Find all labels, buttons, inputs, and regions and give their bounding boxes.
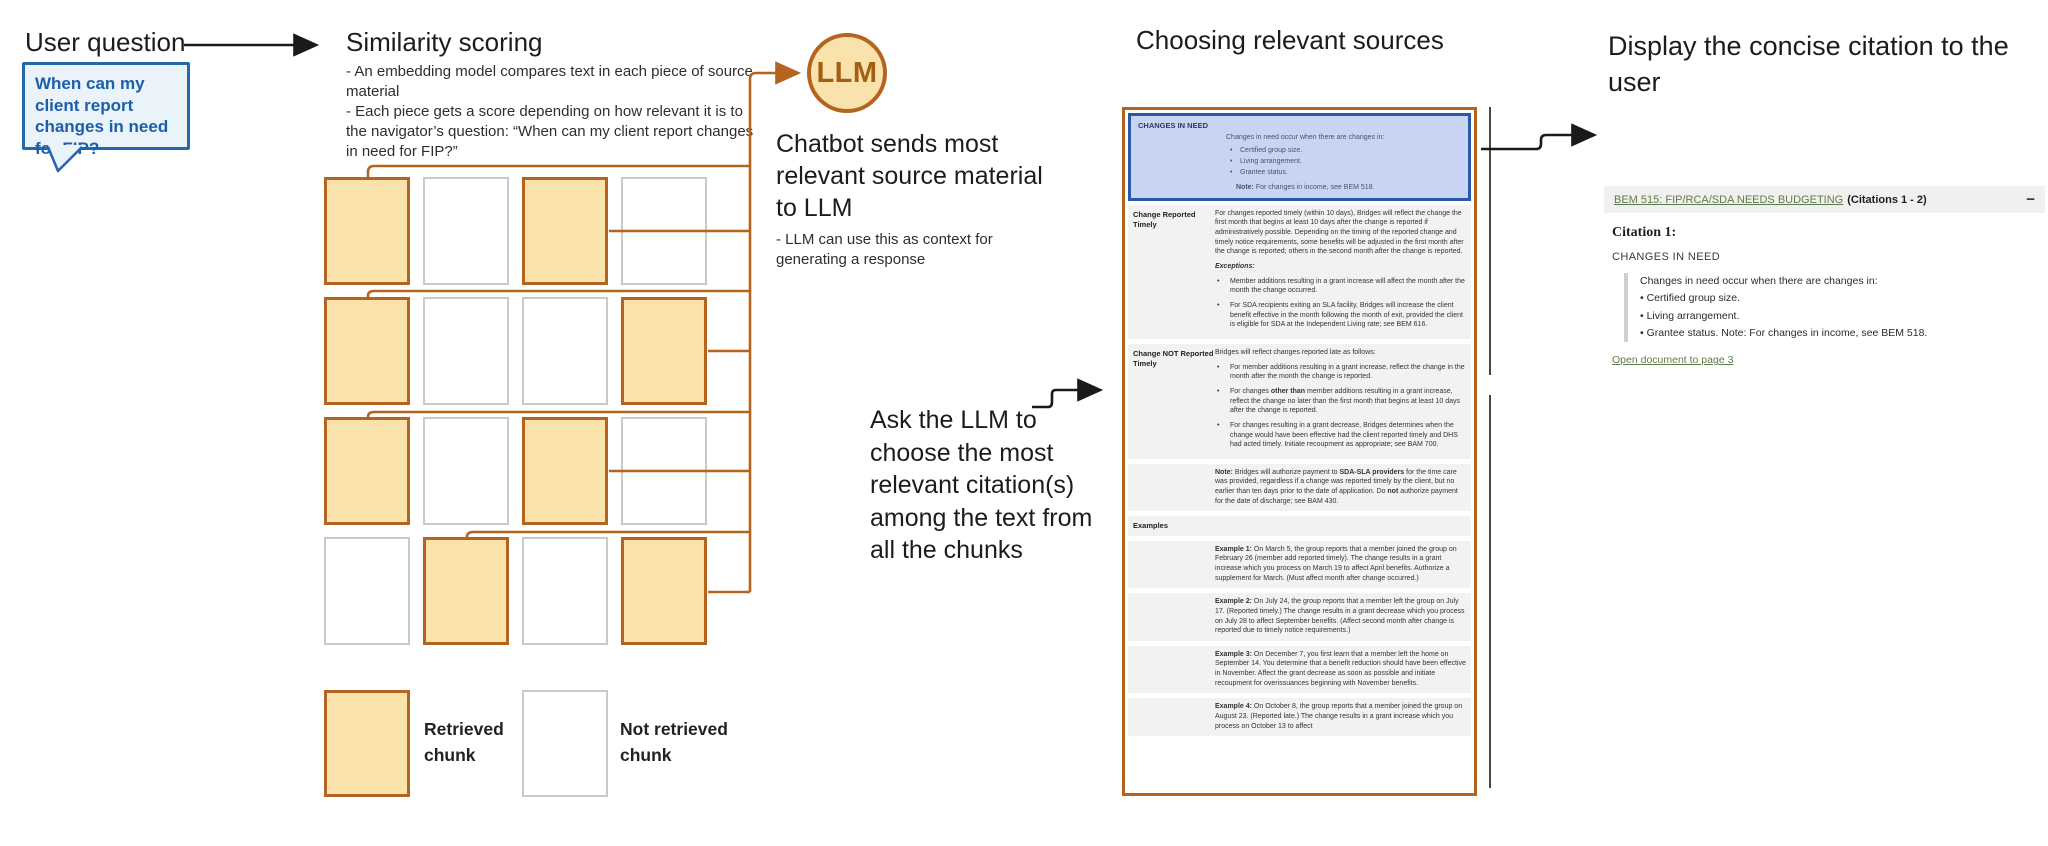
citation-quote-line: Changes in need occur when there are cha…	[1640, 275, 1878, 287]
citation-panel-header: BEM 515: FIP/RCA/SDA NEEDS BUDGETING (Ci…	[1604, 186, 2045, 213]
document-bullet: •For SDA recipients exiting an SLA facil…	[1217, 301, 1463, 329]
retrieved-chunk	[423, 537, 509, 645]
document-section-content: Example 2: On July 24, the group reports…	[1215, 597, 1466, 637]
document-paragraph: Note: Bridges will authorize payment to …	[1215, 468, 1458, 505]
document-section-label: Change Reported Timely	[1133, 209, 1196, 229]
chunk-grid	[324, 177, 707, 645]
document-section-content: Bridges will reflect changes reported la…	[1215, 348, 1466, 455]
document-highlight-box: CHANGES IN NEED Changes in need occur wh…	[1128, 113, 1471, 201]
document-bullet: •Member additions resulting in a grant i…	[1217, 277, 1465, 295]
similarity-note-line: - An embedding model compares text in ea…	[346, 63, 753, 101]
retrieved-chunk	[324, 177, 410, 285]
citation-quote-line: • Certified group size.	[1640, 292, 1740, 305]
document-section-content: Example 4: On October 8, the group repor…	[1215, 702, 1466, 732]
document-intro-text: Changes in need occur when there are cha…	[1226, 134, 1385, 141]
user-question-text: When can my client report changes in nee…	[35, 74, 169, 158]
document-intro-bullet: •Grantee status.	[1230, 169, 1288, 177]
document-paragraph: Exceptions:	[1215, 262, 1255, 270]
document-section-content	[1215, 520, 1466, 531]
document-section-content: Note: Bridges will authorize payment to …	[1215, 468, 1466, 508]
citation-quote: Changes in need occur when there are cha…	[1624, 273, 2035, 343]
document-section-content: Example 1: On March 5, the group reports…	[1215, 545, 1466, 585]
document-sections: Change Reported Timely For changes report…	[1128, 204, 1471, 737]
source-document: CHANGES IN NEED Changes in need occur wh…	[1122, 107, 1477, 796]
document-paragraph: Bridges will reflect changes reported la…	[1215, 348, 1376, 356]
similarity-note-line: - Each piece gets a score depending on h…	[346, 103, 754, 161]
citation-title: Citation 1:	[1612, 225, 1677, 240]
retrieved-chunk	[522, 417, 608, 525]
document-section-band: Example 3: On December 7, you first lear…	[1128, 645, 1471, 694]
document-section-title: CHANGES IN NEED	[1138, 121, 1209, 130]
document-section-content: Example 3: On December 7, you first lear…	[1215, 650, 1466, 690]
document-section-band: Examples	[1128, 516, 1471, 536]
similarity-scoring-title: Similarity scoring	[346, 27, 543, 57]
arrow-document-to-citation	[1481, 123, 1598, 151]
document-bullet: •For changes resulting in a grant decrea…	[1217, 421, 1458, 449]
document-section-band: Change Reported Timely For changes report…	[1128, 204, 1471, 339]
citation-panel: BEM 515: FIP/RCA/SDA NEEDS BUDGETING (Ci…	[1604, 186, 2045, 369]
not-retrieved-chunk	[423, 417, 509, 525]
document-link[interactable]: BEM 515: FIP/RCA/SDA NEEDS BUDGETING	[1614, 193, 1844, 206]
document-section-band: Example 1: On March 5, the group reports…	[1128, 540, 1471, 589]
document-section-label: Change NOT Reported Timely	[1133, 348, 1214, 369]
document-intro-bullet: •Certified group size.	[1230, 147, 1303, 155]
not-retrieved-chunk	[522, 297, 608, 405]
similarity-scoring-notes: - An embedding model compares text in ea…	[346, 62, 764, 162]
citation-panel-body: Citation 1: CHANGES IN NEED Changes in n…	[1604, 213, 2045, 369]
citations-count-label: (Citations 1 - 2)	[1847, 193, 1927, 206]
citation-quote-line: • Grantee status. Note: For changes in i…	[1640, 326, 1928, 339]
document-paragraph: Example 3: On December 7, you first lear…	[1215, 650, 1466, 687]
not-retrieved-chunk	[621, 177, 707, 285]
document-intro-bullets: •Certified group size. •Living arrangemen…	[1226, 146, 1461, 178]
document-bullet: •For changes other than member additions…	[1217, 387, 1460, 415]
document-section-band: Example 4: On October 8, the group repor…	[1128, 698, 1471, 737]
retrieved-chunk	[324, 417, 410, 525]
legend-retrieved-label: Retrieved chunk	[424, 719, 504, 766]
not-retrieved-chunk	[522, 537, 608, 645]
citation-quote-line: • Living arrangement.	[1640, 309, 1740, 322]
document-intro-bullet: •Living arrangement.	[1230, 158, 1302, 166]
not-retrieved-chunk	[621, 417, 707, 525]
collapse-icon[interactable]: −	[2026, 191, 2035, 208]
document-paragraph: Example 4: On October 8, the group repor…	[1215, 703, 1463, 730]
open-document-link[interactable]: Open document to page 3	[1612, 354, 1734, 367]
choosing-sources-title: Choosing relevant sources	[1136, 25, 1444, 55]
chatbot-note: - LLM can use this as context for genera…	[776, 231, 993, 269]
not-retrieved-chunk	[423, 297, 509, 405]
document-paragraph: Example 2: On July 24, the group reports…	[1215, 598, 1465, 635]
document-section-content: For changes reported timely (within 10 d…	[1215, 209, 1466, 335]
document-section-label: Examples	[1133, 521, 1169, 531]
legend-not-retrieved-label: Not retrieved chunk	[620, 719, 728, 766]
document-paragraph: For changes reported timely (within 10 d…	[1215, 209, 1464, 256]
document-bullet: •For member additions resulting in a gra…	[1217, 363, 1465, 381]
user-question-bubble: When can my client report changes in nee…	[22, 62, 190, 158]
document-section-label	[1133, 702, 1215, 732]
not-retrieved-chunk	[423, 177, 509, 285]
retrieved-chunk	[621, 297, 707, 405]
citation-heading: CHANGES IN NEED	[1612, 251, 1721, 263]
document-section-label	[1133, 597, 1215, 637]
user-question-title: User question	[25, 27, 186, 57]
llm-node: LLM	[807, 33, 887, 113]
retrieved-chunk	[522, 177, 608, 285]
document-section-label	[1133, 545, 1215, 585]
retrieved-chunk	[621, 537, 707, 645]
chatbot-caption: Chatbot sends most relevant source mater…	[776, 130, 1043, 222]
legend-retrieved-chunk	[324, 690, 410, 797]
display-citation-title: Display the concise citation to the user	[1608, 31, 2009, 98]
ask-llm-caption: Ask the LLM to choose the most relevant …	[870, 406, 1093, 564]
document-section-band: Note: Bridges will authorize payment to …	[1128, 463, 1471, 512]
document-section-label	[1133, 468, 1215, 508]
retrieved-chunk	[324, 297, 410, 405]
document-section-band: Example 2: On July 24, the group reports…	[1128, 593, 1471, 641]
document-paragraph: Example 1: On March 5, the group reports…	[1215, 545, 1457, 582]
legend-not-retrieved-chunk	[522, 690, 608, 797]
not-retrieved-chunk	[324, 537, 410, 645]
document-intro-note: Note: For changes in income, see BEM 518…	[1236, 183, 1375, 191]
document-section-label	[1133, 650, 1215, 690]
